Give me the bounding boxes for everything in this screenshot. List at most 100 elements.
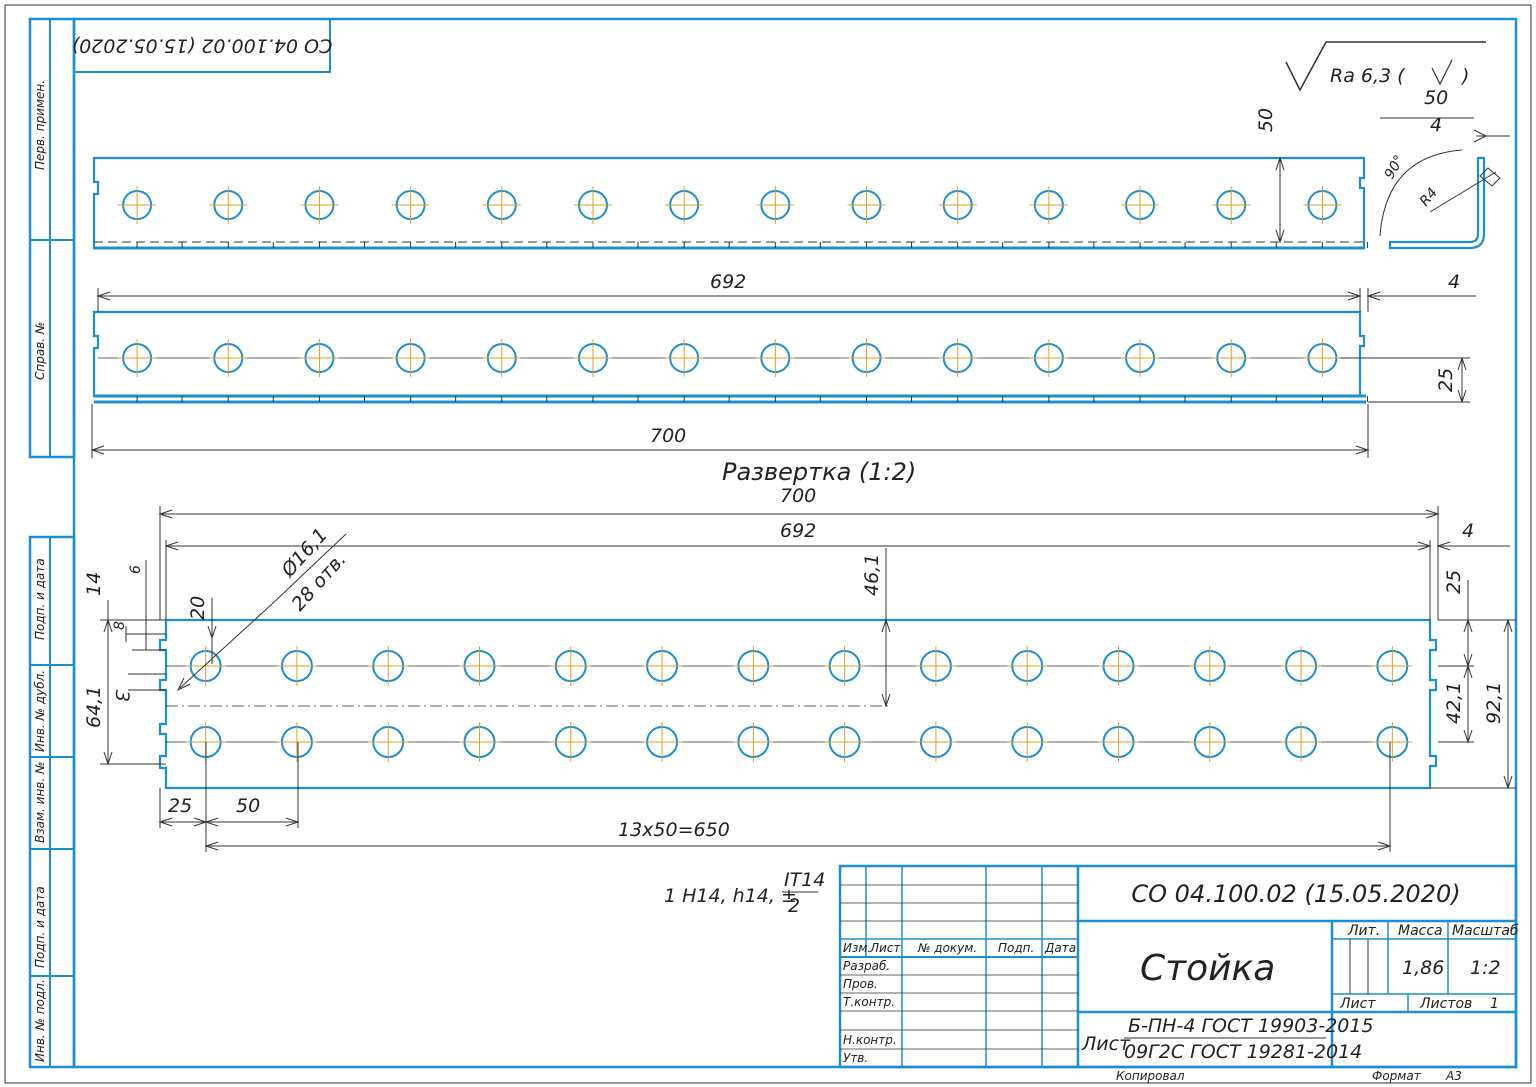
tolerance-note: 1 H14, h14, ± IT14 2 bbox=[664, 869, 825, 917]
view1-hole bbox=[209, 186, 248, 224]
side-label-sprav: Справ. № bbox=[33, 322, 47, 380]
flat-hole-bottom bbox=[915, 722, 956, 762]
tb-masshtab: 1:2 bbox=[1470, 957, 1501, 979]
view2-hole bbox=[1121, 339, 1160, 377]
tb-col-data: Дата bbox=[1044, 941, 1076, 955]
flat-hole-bottom bbox=[1098, 722, 1139, 762]
profile-dim-4: 4 bbox=[1430, 114, 1442, 136]
roughness-symbol: Ra 6,3 ( ) bbox=[1285, 41, 1486, 92]
tb-name: Стойка bbox=[1140, 948, 1275, 989]
flat-dim-20: 20 bbox=[187, 596, 209, 620]
view2-hole bbox=[756, 339, 795, 377]
tb-format-label: Формат bbox=[1372, 1069, 1422, 1083]
view1-hole bbox=[482, 186, 521, 224]
view1-hole bbox=[1029, 186, 1068, 224]
profile-angle: 90° bbox=[1382, 152, 1408, 182]
view1-hole bbox=[847, 186, 886, 224]
tb-massa: 1,86 bbox=[1402, 957, 1444, 979]
view2-hole bbox=[938, 339, 977, 377]
side-label-inv: Инв. № подл. bbox=[33, 979, 47, 1062]
flat-hole-top bbox=[642, 646, 683, 686]
flat-hole-bottom bbox=[642, 722, 683, 762]
view2-hole bbox=[1029, 339, 1068, 377]
side-label-perv: Перв. примен. bbox=[33, 80, 47, 170]
tb-masshtab-label: Масштаб bbox=[1452, 923, 1519, 939]
roughness-close: ) bbox=[1460, 65, 1469, 87]
tb-listov: 1 bbox=[1490, 996, 1499, 1012]
view2-hole bbox=[573, 339, 612, 377]
flat-hole-top bbox=[915, 646, 956, 686]
view1-hole bbox=[118, 186, 157, 224]
view-1-channel: 50 bbox=[92, 108, 1368, 250]
flat-pattern: 700 692 4 Ø16,1 28 отв. 46,1 25 42,1 92,… bbox=[83, 485, 1516, 852]
flat-dim-3: 3 bbox=[111, 690, 133, 702]
tb-row-razrab: Разраб. bbox=[843, 959, 890, 973]
side-label-podp2: Подп. и дата bbox=[33, 886, 47, 968]
flat-hole-top bbox=[368, 646, 409, 686]
flat-dim-92: 92,1 bbox=[1483, 682, 1505, 724]
tb-kopiroval: Копировал bbox=[1116, 1069, 1185, 1083]
flat-dim-64: 64,1 bbox=[83, 686, 105, 728]
tb-col-doc: № докум. bbox=[917, 941, 977, 955]
flat-dim-700: 700 bbox=[780, 485, 816, 507]
view2-hole bbox=[482, 339, 521, 377]
profile-section: 50 4 90° R4 bbox=[1379, 87, 1510, 250]
flat-hole-bottom bbox=[1007, 722, 1048, 762]
top-stamp-text: СО 04.100.02 (15.05.2020) bbox=[72, 35, 333, 57]
view1-hole bbox=[1121, 186, 1160, 224]
tb-col-list: Лист bbox=[869, 941, 901, 955]
tb-row-tkontr: Т.контр. bbox=[843, 995, 895, 1009]
top-stamp: СО 04.100.02 (15.05.2020) bbox=[72, 18, 333, 73]
v2-dim-4: 4 bbox=[1448, 271, 1460, 293]
flat-hole-top bbox=[459, 646, 500, 686]
flat-hole-top bbox=[1189, 646, 1230, 686]
tb-listov-label: Листов bbox=[1419, 996, 1472, 1012]
flat-hole-bottom bbox=[550, 722, 591, 762]
flat-hole-top bbox=[1007, 646, 1048, 686]
view2-hole bbox=[847, 339, 886, 377]
flat-hole-top bbox=[824, 646, 865, 686]
view2-hole bbox=[118, 339, 157, 377]
flat-dim-8: 8 bbox=[112, 621, 128, 630]
profile-radius: R4 bbox=[1417, 185, 1441, 210]
left-side-strip: Перв. примен. Справ. № Подп. и дата Инв.… bbox=[28, 17, 76, 1069]
tb-row-nkontr: Н.контр. bbox=[843, 1033, 897, 1047]
view2-hole bbox=[391, 339, 430, 377]
flat-hole-bottom bbox=[368, 722, 409, 762]
flat-dim-42: 42,1 bbox=[1443, 682, 1465, 724]
flat-hole-top bbox=[1098, 646, 1139, 686]
v2-dim-692: 692 bbox=[710, 271, 746, 293]
side-label-dubl: Инв. № дубл. bbox=[33, 670, 47, 752]
view1-hole bbox=[1212, 186, 1251, 224]
flat-dim-4: 4 bbox=[1462, 520, 1474, 542]
flat-dim-50: 50 bbox=[236, 795, 260, 817]
view2-hole bbox=[665, 339, 704, 377]
view1-hole bbox=[1303, 186, 1342, 224]
tb-col-podp: Подп. bbox=[998, 941, 1034, 955]
side-label-podp1: Подп. и дата bbox=[33, 558, 47, 640]
view-2-strip: 692 4 700 25 bbox=[90, 271, 1476, 458]
view1-hole bbox=[756, 186, 795, 224]
flat-dim-46: 46,1 bbox=[861, 554, 883, 596]
flat-dim-pitch: 13x50=650 bbox=[618, 819, 730, 841]
v2-dim-25: 25 bbox=[1435, 368, 1457, 392]
flat-hole-top bbox=[1372, 646, 1413, 686]
tb-col-izm: Изм. bbox=[843, 941, 871, 955]
v1-dim-50: 50 bbox=[1255, 108, 1277, 132]
flat-hole-bottom bbox=[1372, 722, 1413, 762]
flat-hole-top bbox=[185, 646, 226, 686]
flat-hole-bottom bbox=[1189, 722, 1230, 762]
profile-dim-50: 50 bbox=[1424, 87, 1448, 109]
view2-hole bbox=[1212, 339, 1251, 377]
tb-list-label: Лист bbox=[1339, 996, 1376, 1012]
flat-dim-6: 6 bbox=[128, 565, 144, 574]
flat-dim-25: 25 bbox=[168, 795, 192, 817]
tb-row-prov: Пров. bbox=[843, 977, 878, 991]
flat-hole-top bbox=[1281, 646, 1322, 686]
tb-designation: СО 04.100.02 (15.05.2020) bbox=[1131, 880, 1460, 908]
view1-hole bbox=[938, 186, 977, 224]
flat-hole-top bbox=[550, 646, 591, 686]
tolerance-text: 1 H14, h14, ± bbox=[664, 885, 797, 907]
tb-material-bottom: 09Г2С ГОСТ 19281-2014 bbox=[1124, 1041, 1362, 1063]
